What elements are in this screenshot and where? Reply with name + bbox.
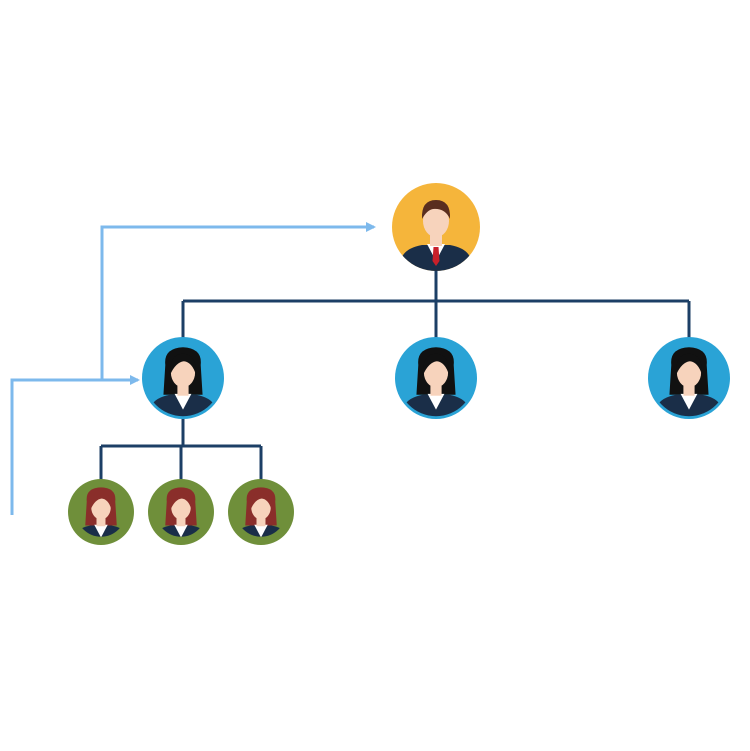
female-member-avatar-icon	[68, 479, 134, 545]
female-member-avatar-icon	[148, 479, 214, 545]
female-lead-avatar-icon	[142, 337, 224, 419]
male-manager-avatar-icon	[392, 183, 480, 271]
female-lead-avatar-icon	[395, 337, 477, 419]
escalation-arrow-to-lead-1	[10, 375, 140, 515]
escalation-arrow-to-manager	[100, 222, 376, 380]
female-member-avatar-icon	[228, 479, 294, 545]
female-lead-avatar-icon	[648, 337, 730, 419]
